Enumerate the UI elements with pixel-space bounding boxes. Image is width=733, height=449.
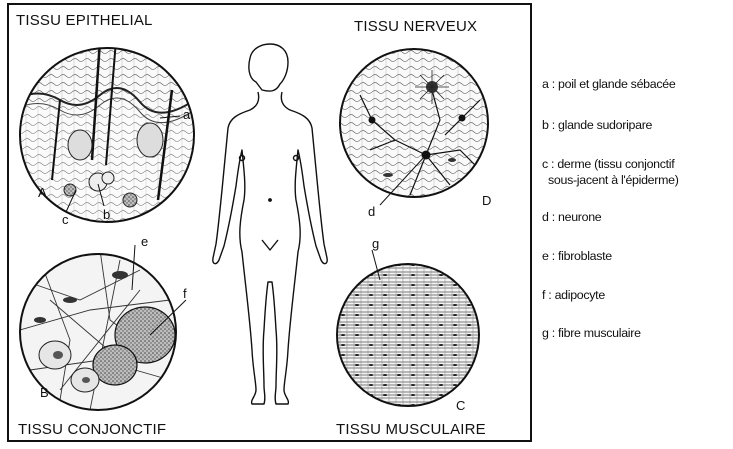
legend-item-b: b : glande sudoripare (542, 118, 652, 132)
legend-item-c: c : derme (tissu conjonctif (542, 157, 674, 171)
label-b: b (103, 207, 110, 222)
label-f: f (183, 286, 187, 301)
panel-letter-b: B (40, 385, 49, 400)
label-a: a (183, 107, 190, 122)
title-conjonctif: TISSU CONJONCTIF (18, 421, 166, 438)
legend-item-e: e : fibroblaste (542, 249, 612, 263)
title-musculaire: TISSU MUSCULAIRE (336, 421, 486, 438)
legend-item-d: d : neurone (542, 210, 601, 224)
label-e: e (141, 234, 148, 249)
panel-letter-a: A (38, 185, 47, 200)
label-d: d (368, 204, 375, 219)
title-epithelial: TISSU EPITHELIAL (16, 12, 153, 29)
panel-letter-d: D (482, 193, 491, 208)
label-c: c (62, 212, 69, 227)
panel-letter-c: C (456, 398, 465, 413)
legend-item-c-continued: sous-jacent à l'épiderme) (548, 173, 679, 187)
legend-item-g: g : fibre musculaire (542, 326, 641, 340)
legend-item-a: a : poil et glande sébacée (542, 77, 675, 91)
title-nerveux: TISSU NERVEUX (354, 18, 477, 35)
label-g: g (372, 236, 379, 251)
legend-item-f: f : adipocyte (542, 288, 605, 302)
